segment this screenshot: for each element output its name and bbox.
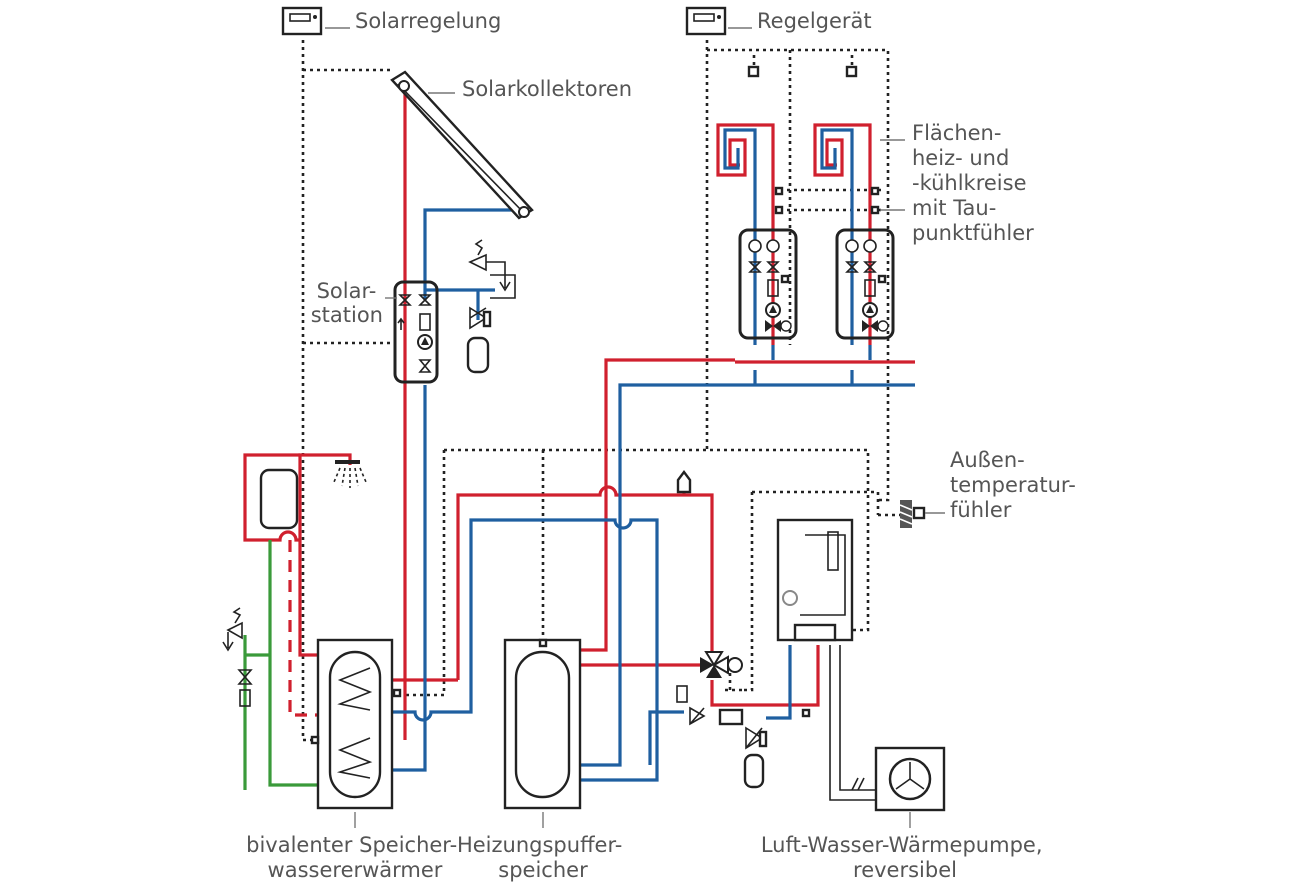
solar-controller-icon — [281, 6, 323, 36]
label-solar-collectors: Solarkollektoren — [462, 77, 632, 101]
buffer-storage-tank — [503, 638, 582, 810]
solar-station — [393, 280, 439, 384]
hydraulic-flow-lines — [243, 85, 915, 740]
label-solar-control: Solarregelung — [355, 9, 501, 33]
solar-collector-icon — [390, 70, 534, 220]
underfloor-coil-icon — [712, 118, 774, 178]
safety-valve-icon — [468, 239, 516, 299]
expansion-vessel-icon — [466, 336, 490, 374]
label-bivalent-tank: bivalenter Speicher- wassererwärmer — [246, 833, 464, 882]
heat-pump-indoor-unit — [776, 518, 854, 642]
label-surface-circuits: Flächen- heiz- und -kühlkreise mit Tau- … — [912, 121, 1034, 245]
heating-circuit-station-2 — [835, 228, 895, 340]
outdoor-temperature-sensor-icon — [899, 500, 926, 528]
label-leaders — [325, 27, 945, 828]
shower-icon — [333, 460, 367, 488]
control-wiring — [301, 40, 900, 742]
label-solar-station: Solar- station — [311, 279, 383, 327]
heating-circuit-station-1 — [738, 228, 798, 340]
heat-pump-outdoor-unit — [829, 645, 946, 812]
bivalent-storage-tank — [310, 638, 402, 810]
hydraulic-return-lines — [392, 128, 915, 782]
label-heat-pump: Luft-Wasser-Wärmepumpe, reversibel — [761, 833, 1049, 882]
label-buffer-tank: Heizungspuffer- speicher — [457, 833, 629, 882]
controller-icon — [685, 6, 727, 36]
label-controller: Regelgerät — [757, 9, 872, 33]
label-outdoor-sensor: Außen- temperatur- fühler — [950, 448, 1082, 522]
cold-water-lines — [243, 540, 318, 790]
mixing-valve-icon — [700, 651, 743, 678]
